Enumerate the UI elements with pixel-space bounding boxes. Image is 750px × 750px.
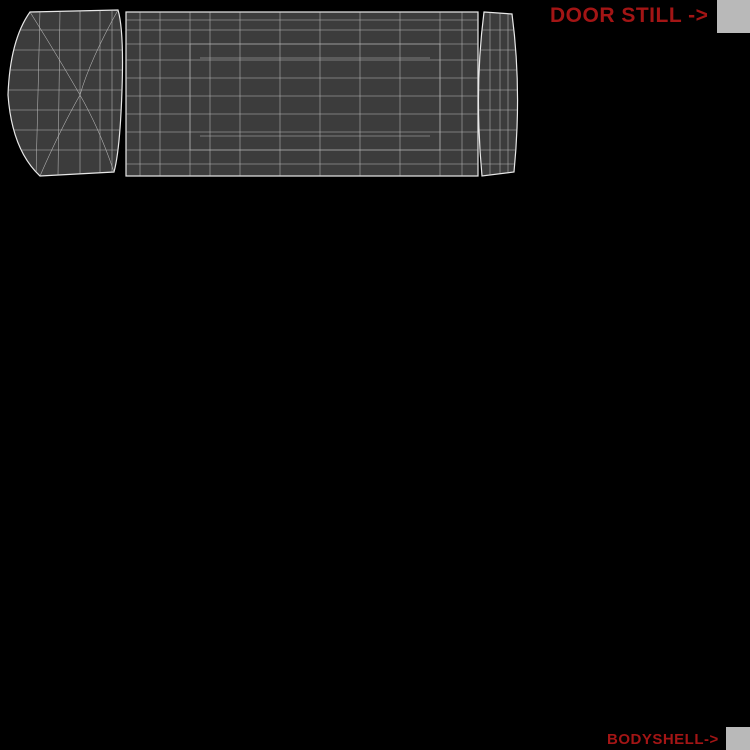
rear-hatch-panel [477, 11, 519, 177]
door-still-label: DOOR STILL -> [550, 4, 709, 27]
swatch-top-right [717, 0, 750, 33]
bodyshell-label: BODYSHELL-> [607, 731, 719, 748]
roof-panel [125, 11, 479, 177]
hood-panel [7, 9, 124, 177]
swatch-bottom-right [726, 727, 750, 750]
